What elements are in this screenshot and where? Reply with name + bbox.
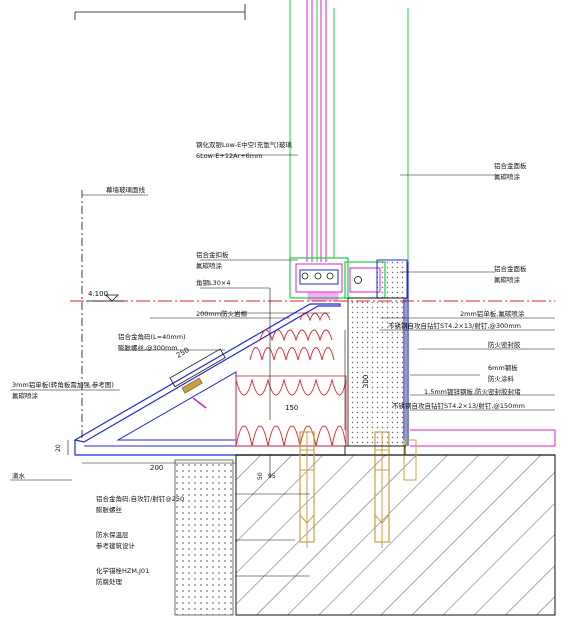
plate-2mm-label: 2mm铝单板,氟碳喷涂: [460, 309, 525, 318]
alu-panel-right-line2: 氟碳喷涂: [494, 172, 521, 181]
dim-20: 20: [55, 444, 62, 452]
drip-label: 滴水: [12, 471, 26, 480]
glass-spec-line1: 钢化双银Low-E中空(充氩气)玻璃: [196, 140, 292, 149]
waterproof-line1: 防水保温层: [96, 530, 129, 539]
concrete-slab: [235, 454, 556, 616]
anchor-line2: 防腐处理: [96, 577, 123, 586]
dim-150: 150: [285, 404, 298, 412]
base-wall: [174, 459, 234, 616]
steel-plate-6mm-line1: 6mm钢板: [488, 363, 518, 372]
alu-panel-right-line1: 铝合金面板: [494, 161, 527, 170]
rivet-line2: 膨胀螺丝: [96, 505, 123, 514]
bracket-label-line1: 铝合金角码(L=40mm): [118, 332, 186, 341]
rivet-line1: 铝合金角码,自攻钉/射钉@250: [96, 494, 184, 503]
dim-300: 300: [362, 375, 370, 388]
glass-unit: [289, 0, 409, 262]
glass-spec-line2: 6Low-E+12Ar+6mm: [196, 152, 262, 160]
leader-lines: [10, 154, 555, 577]
alu-trim-line1: 铝合金扣板: [196, 250, 229, 259]
axis-line-label: 幕墙玻璃面线: [106, 185, 146, 194]
level-marker: [86, 294, 124, 302]
alu-panel-right2-line2: 氟碳喷涂: [494, 275, 521, 284]
bracket-label-line2: 膨胀螺丝,@300mm: [118, 343, 178, 352]
fire-insulation-label: 200mm防火岩棉: [196, 309, 248, 318]
right-panel-wall: [347, 262, 556, 447]
chemical-anchors: [299, 431, 417, 548]
drawing-frame: [74, 4, 246, 20]
fire-membrane-label: 防火密封胶: [488, 340, 521, 349]
fire-insulation: [235, 312, 347, 447]
screw-2-label: 不锈钢自攻自钻钉ST4.2×13/射钉,@150mm: [392, 401, 525, 410]
mullion: [306, 0, 327, 262]
level-mark: 4.100: [88, 290, 108, 298]
alu-panel-right2-line1: 铝合金面板: [494, 264, 527, 273]
fire-steel-15-label: 1.5mm镀锌钢板,防火密封胶封堵: [424, 387, 521, 396]
transom-profile: [289, 257, 408, 302]
annotations: 钢化双银Low-E中空(充氩气)玻璃 6Low-E+12Ar+6mm 铝合金面板…: [12, 140, 527, 586]
plate-3mm-line2: 氟碳喷涂: [12, 391, 39, 400]
dim-200-top: 200: [150, 464, 163, 472]
dim-50: 50: [257, 472, 264, 480]
plate-3mm-line1: 3mm铝单板(转角板需加强,参考图): [12, 380, 114, 389]
screw-1-label: 不锈钢自攻自钻钉ST4.2×13/射钉,@300mm: [388, 321, 521, 330]
dimension-lines: [67, 317, 346, 478]
waterproof-line2: 参考建筑设计: [96, 541, 136, 550]
angle-label: 角钢L30×4: [196, 278, 230, 287]
anchor-line1: 化学锚栓HZM,J01: [96, 566, 149, 575]
alu-trim-line2: 氟碳喷涂: [196, 261, 223, 270]
dim-95: 95: [268, 473, 276, 480]
steel-plate-6mm-line2: 防火涂料: [488, 374, 515, 383]
